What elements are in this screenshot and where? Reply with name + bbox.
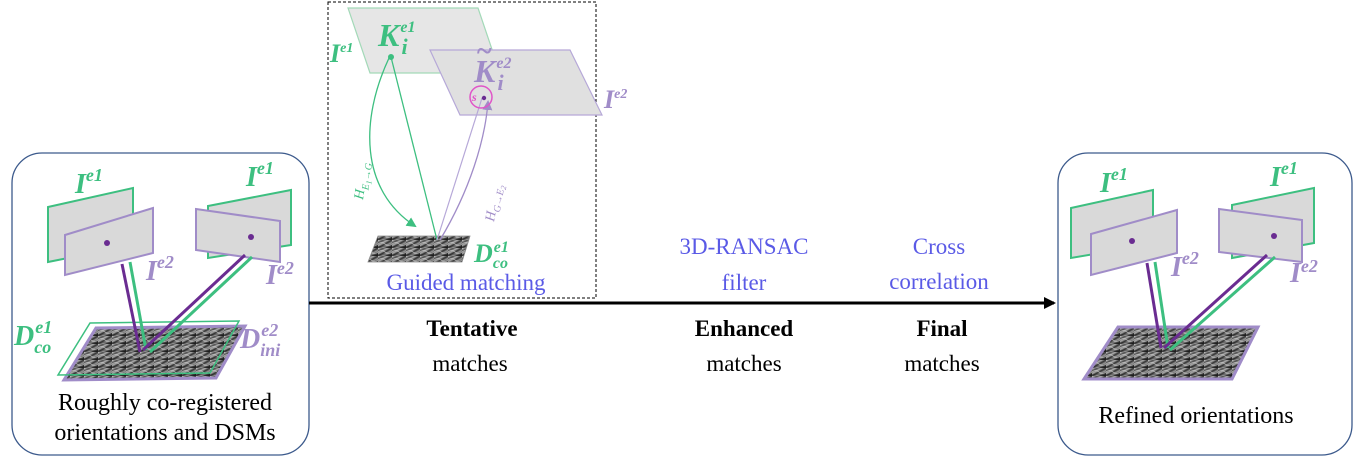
left-center-dot-a: [104, 240, 110, 246]
filter-ransac-line2: filter: [722, 270, 767, 295]
inset-label-s: s: [471, 90, 477, 104]
inset-point-kt: [481, 95, 487, 101]
right-ray-purple-a: [1145, 262, 1163, 349]
step-tentative-bold: Tentative: [426, 316, 517, 341]
inset-arrow-h1: [369, 57, 417, 228]
step-tentative-normal: matches: [432, 351, 507, 376]
right-dsm-plane: [1081, 325, 1261, 381]
left-caption-line2: orientations and DSMs: [54, 420, 275, 446]
inset-ray-green: [390, 56, 438, 241]
right-label-ie2-b: Ie2: [1289, 256, 1318, 289]
inset-dsm: [367, 235, 471, 263]
filter-cc-line2: correlation: [889, 269, 989, 294]
right-ray-green-b: [1169, 255, 1276, 352]
inset-image-e2: [429, 49, 603, 116]
filter-cc-line1: Cross: [913, 234, 965, 259]
right-label-ie2-a: Ie2: [1170, 248, 1199, 283]
inset-label-kt-tilde: ~: [476, 36, 492, 67]
step-enhanced-normal: matches: [706, 351, 781, 376]
filter-ransac-line1: 3D-RANSAC: [679, 234, 808, 259]
left-ray-green-a: [128, 261, 148, 351]
left-label-ie1-a: Ie1: [74, 165, 103, 200]
inset-label-ie1: Ie1: [329, 39, 353, 68]
inset-ray-purple: [436, 97, 483, 241]
inset-point-k: [388, 54, 394, 60]
left-ray-green-b: [148, 255, 254, 354]
inset-label-h2: HG→E2: [483, 183, 508, 224]
left-ray-purple-b: [141, 253, 247, 352]
right-caption: Refined orientations: [1098, 403, 1293, 429]
left-label-ie1-b: Ie1: [245, 158, 274, 193]
left-dsm-ini-plane: [61, 324, 248, 382]
right-center-dot-a: [1129, 238, 1135, 244]
inset-frame: [327, 1, 597, 299]
inset-arrow-h2: [439, 100, 493, 241]
step-final-normal: matches: [904, 351, 979, 376]
right-panel: Ie1 Ie1 Ie2 Ie2 Refined orientations: [1057, 152, 1353, 456]
step-enhanced-bold: Enhanced: [695, 316, 794, 341]
left-center-dot-b: [248, 234, 254, 240]
left-label-ie2-a: Ie2: [145, 252, 174, 287]
pipeline: Tentative matches 3D-RANSAC filter Enhan…: [309, 234, 1056, 376]
right-image-e2-b: [1218, 207, 1303, 264]
right-ray-green-a: [1153, 261, 1170, 349]
left-label-ie2-b: Ie2: [265, 258, 294, 291]
right-ray-purple-b: [1162, 253, 1269, 350]
inset-caption: Guided matching: [386, 270, 546, 295]
left-image-e2-b: [195, 207, 281, 264]
left-ray-purple-a: [120, 263, 142, 353]
left-dsm-co-plane: [56, 320, 241, 376]
step-final-bold: Final: [916, 316, 967, 341]
inset-label-h1: HE1→G: [352, 161, 376, 202]
inset-search-circle: [469, 85, 493, 109]
right-label-ie1-b: Ie1: [1269, 158, 1298, 193]
left-caption-line1: Roughly co-registered: [58, 390, 272, 416]
inset-label-ie2: Ie2: [603, 85, 627, 114]
right-center-dot-b: [1271, 233, 1277, 239]
right-label-ie1-a: Ie1: [1099, 164, 1128, 199]
